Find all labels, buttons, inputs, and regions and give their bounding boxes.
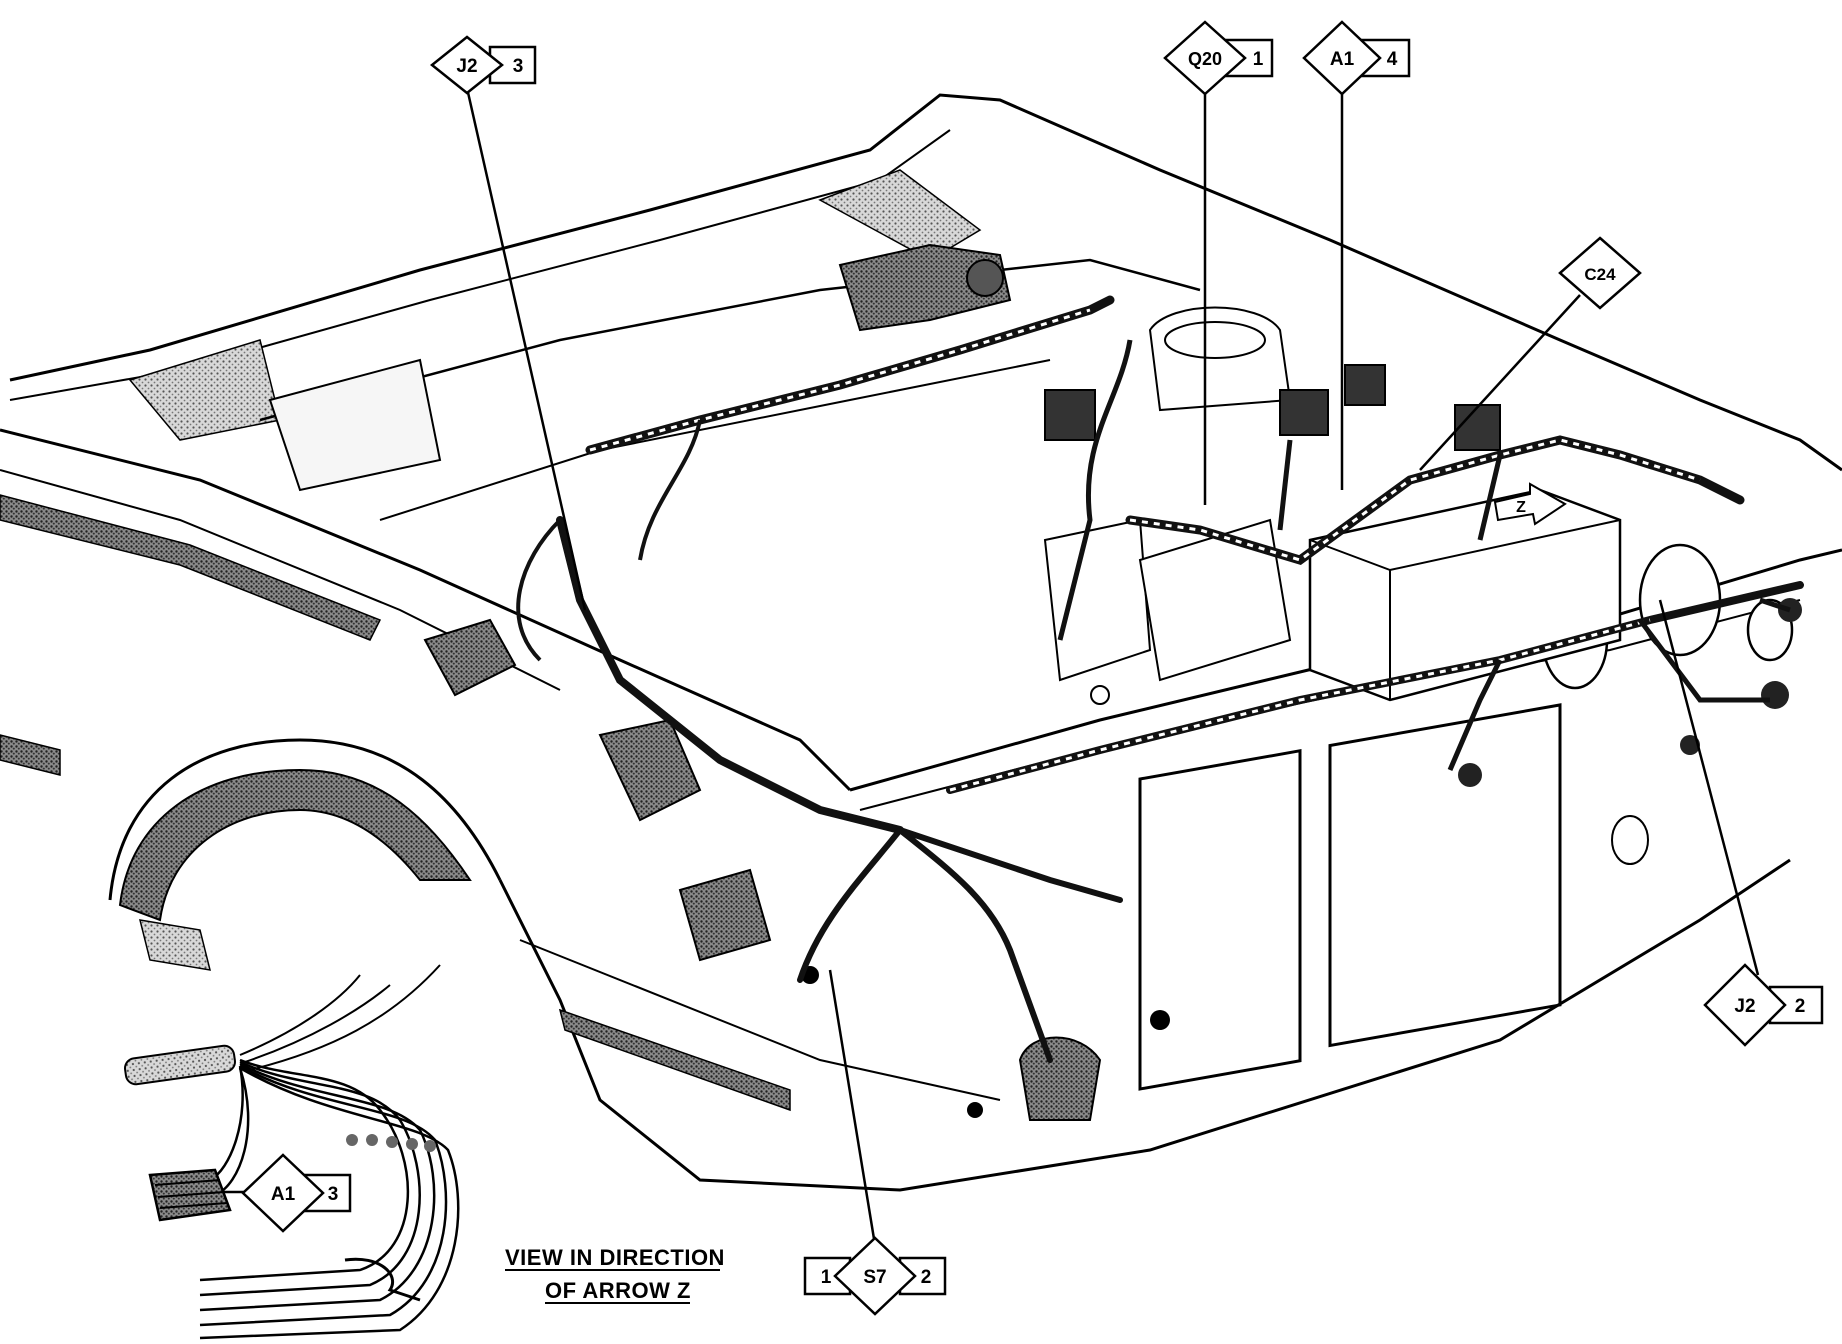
wheel-well-shade xyxy=(118,768,472,922)
callout-j2-2: J2 2 xyxy=(1703,963,1824,1047)
callout-number-left: 1 xyxy=(821,1267,832,1288)
callout-s7: 1 S7 2 xyxy=(803,1236,947,1316)
callout-number: 3 xyxy=(513,56,524,77)
horn xyxy=(1018,1036,1102,1121)
leader-lines xyxy=(205,82,1760,1246)
callout-code: J2 xyxy=(1734,996,1755,1017)
callout-diamond xyxy=(833,1236,917,1316)
fender-stripe-shade xyxy=(0,494,382,641)
callout-code: Q20 xyxy=(1188,49,1222,69)
callout-code: S7 xyxy=(863,1267,886,1288)
callout-diamond xyxy=(429,35,505,95)
cowl-box xyxy=(268,358,442,492)
callout-diamond xyxy=(241,1153,325,1233)
hood-underside-shade xyxy=(128,339,281,441)
inset-harness-sleeve xyxy=(124,1044,236,1086)
arrow-z-label: Z xyxy=(1516,499,1526,516)
module-left xyxy=(423,618,517,697)
callout-number: 4 xyxy=(1387,49,1398,70)
callout-c24: C24 xyxy=(1558,236,1642,310)
callout-diamond xyxy=(1558,236,1642,310)
relay-block-2 xyxy=(1279,389,1329,436)
relay-block-1 xyxy=(1044,389,1096,441)
leader-j2-top xyxy=(465,87,587,611)
leader-s7 xyxy=(828,969,877,1246)
callout-a1-3: A1 3 xyxy=(241,1153,352,1233)
inset-connector-detail xyxy=(124,964,460,1340)
leader-j2-right xyxy=(1658,599,1760,976)
vehicle-body xyxy=(0,93,1842,1192)
firewall xyxy=(259,258,1201,422)
harness-branch-front-left xyxy=(797,827,1123,1063)
callout-diamond xyxy=(1302,20,1382,96)
harness-main-cowl xyxy=(585,295,1115,455)
callout-code: J2 xyxy=(456,56,477,77)
components xyxy=(423,243,1802,1121)
callout-q20-1: Q20 1 xyxy=(1163,20,1274,96)
callout-a1-4: A1 4 xyxy=(1302,20,1411,96)
grille-opening-left xyxy=(1138,749,1302,1091)
callout-code: A1 xyxy=(1330,49,1355,70)
harness-left-fender xyxy=(556,516,904,834)
fastener-2 xyxy=(1090,685,1110,705)
leader-c24 xyxy=(1419,294,1581,471)
callout-code: A1 xyxy=(271,1184,296,1205)
callout-number-right: 2 xyxy=(921,1267,932,1288)
callout-j2-3: J2 3 xyxy=(429,35,537,95)
callout-number: 1 xyxy=(1253,49,1264,70)
callout-diamond xyxy=(1163,20,1247,96)
fastener-1 xyxy=(1150,1010,1170,1030)
callout-number: 2 xyxy=(1795,996,1806,1017)
arrow-z: Z xyxy=(1493,482,1567,526)
arrow-z-shape xyxy=(1493,482,1567,526)
voltage-regulator xyxy=(678,868,772,962)
left-fender xyxy=(0,428,852,792)
grille-opening-right xyxy=(1328,703,1562,1048)
hood-panel xyxy=(9,93,1842,472)
wiper-motor xyxy=(838,243,1012,332)
view-caption: VIEW IN DIRECTION OF ARROW Z xyxy=(505,1245,725,1304)
caption-line-1: VIEW IN DIRECTION xyxy=(505,1245,725,1270)
wiring-harness xyxy=(516,295,1804,1063)
callout-diamond xyxy=(1703,963,1787,1047)
caption-line-2: OF ARROW Z xyxy=(545,1278,691,1303)
callout-code: C24 xyxy=(1584,265,1616,284)
relay-block-4 xyxy=(1454,404,1501,451)
callout-number: 3 xyxy=(328,1184,339,1205)
inset-clip xyxy=(344,1257,421,1302)
ignition-coil xyxy=(598,718,702,822)
relay-block-3 xyxy=(1344,364,1386,406)
harness-front-cross xyxy=(946,581,1804,794)
